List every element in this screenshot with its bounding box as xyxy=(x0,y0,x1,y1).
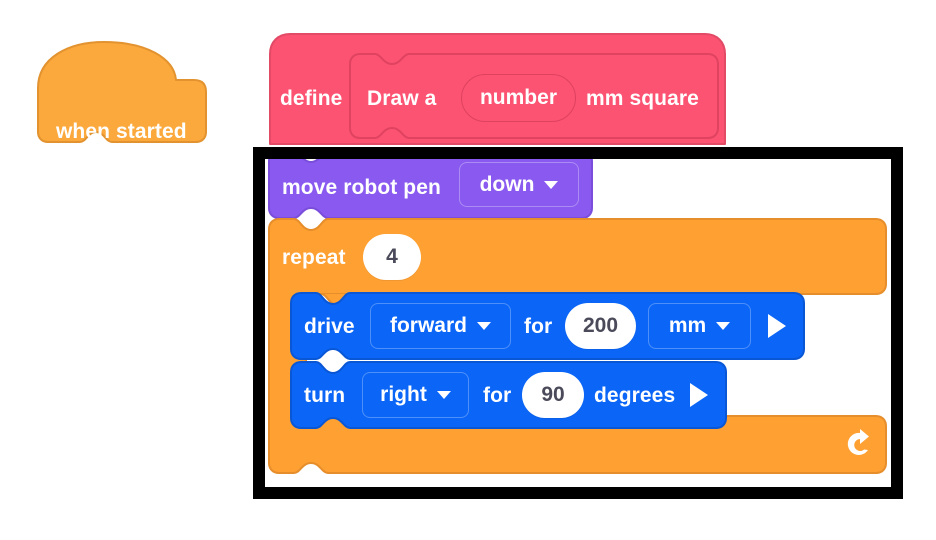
define-number-argument-label: number xyxy=(479,86,557,109)
repeat-count-input[interactable]: 4 xyxy=(363,234,421,280)
when-started-block-shape xyxy=(37,41,207,143)
drive-label: drive xyxy=(304,315,355,338)
pen-position-dropdown-value: down xyxy=(479,172,535,196)
define-block[interactable]: define Draw a number mm square xyxy=(268,32,734,152)
repeat-label: repeat xyxy=(282,246,346,269)
repeat-count-value: 4 xyxy=(386,245,398,268)
drive-for-label: for xyxy=(524,315,553,338)
pen-position-dropdown[interactable]: down xyxy=(459,162,579,207)
drive-unit-dropdown[interactable]: mm xyxy=(648,303,751,349)
define-proc-suffix-label: mm square xyxy=(586,87,699,110)
drive-block[interactable]: drive forward for 200 mm xyxy=(290,292,808,366)
turn-unit-label: degrees xyxy=(594,384,676,407)
turn-angle-value: 90 xyxy=(541,383,565,406)
when-started-block[interactable]: when started xyxy=(34,36,210,148)
turn-block[interactable]: turn right for 90 degrees xyxy=(290,361,730,435)
drive-unit-value: mm xyxy=(668,314,707,337)
define-proc-prefix-label: Draw a xyxy=(367,87,437,110)
turn-for-label: for xyxy=(483,384,512,407)
drive-direction-dropdown[interactable]: forward xyxy=(370,303,511,349)
when-started-label: when started xyxy=(56,120,187,143)
play-icon[interactable] xyxy=(690,383,708,407)
move-robot-pen-block[interactable]: move robot pen down xyxy=(268,150,596,226)
turn-label: turn xyxy=(304,384,346,407)
drive-distance-input[interactable]: 200 xyxy=(565,303,636,349)
turn-angle-input[interactable]: 90 xyxy=(522,372,584,418)
chevron-down-icon xyxy=(716,322,731,330)
chevron-down-icon xyxy=(436,391,451,399)
chevron-down-icon xyxy=(544,180,559,189)
loop-arrow-icon xyxy=(847,429,869,455)
drive-direction-value: forward xyxy=(389,314,467,337)
turn-direction-dropdown[interactable]: right xyxy=(362,372,469,418)
play-icon[interactable] xyxy=(768,314,786,338)
define-keyword-label: define xyxy=(280,87,343,110)
move-robot-pen-label: move robot pen xyxy=(282,176,441,199)
define-number-argument[interactable]: number xyxy=(461,74,576,122)
chevron-down-icon xyxy=(477,322,491,330)
drive-distance-value: 200 xyxy=(582,314,619,337)
turn-direction-value: right xyxy=(380,383,427,406)
